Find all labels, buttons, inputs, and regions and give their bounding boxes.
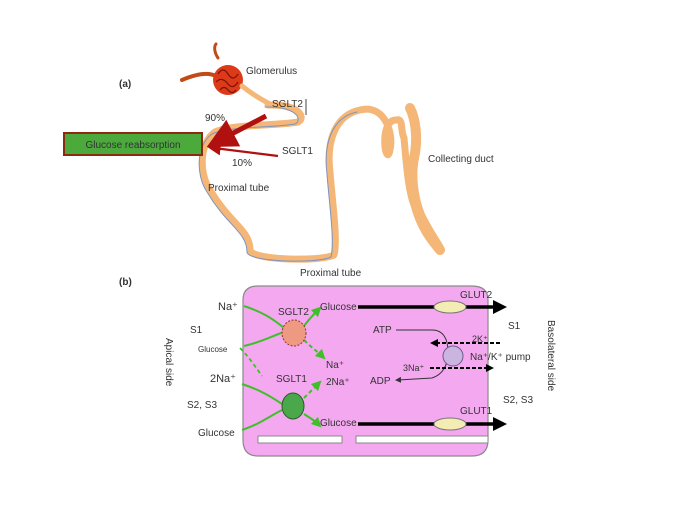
s2s3-left-label: S2, S3 (187, 400, 217, 411)
glucose-out-top-label: Glucose (320, 302, 357, 313)
two-k-label: 2K⁺ (472, 334, 488, 344)
panel-b-label: (b) (119, 277, 132, 288)
sglt1-label-a: SGLT1 (282, 146, 313, 157)
glucose-left-top-label: Glucose (198, 345, 228, 354)
junction-left (257, 435, 343, 444)
adp-label: ADP (370, 376, 391, 387)
glut2-transporter (433, 300, 467, 314)
glut2-label: GLUT2 (460, 290, 493, 301)
proximal-tube-label-a: Proximal tube (208, 183, 270, 194)
two-na-label: 2Na⁺ (210, 373, 236, 385)
junction-right (355, 435, 489, 444)
s2s3-right-label: S2, S3 (503, 395, 533, 406)
sglt2-label-b: SGLT2 (278, 307, 309, 318)
glut1-transporter (433, 417, 467, 431)
panel-a-label: (a) (119, 79, 131, 90)
glucose-out-arrow-sglt2 (303, 306, 322, 327)
na-k-pump (442, 345, 464, 367)
na-in-arrow-sglt1 (241, 383, 283, 405)
pct-90-label: 90% (205, 113, 225, 124)
glomerulus (180, 42, 273, 107)
glucose-reabsorption-box (63, 132, 203, 156)
na-top-label: Na⁺ (218, 301, 238, 313)
pct-10-label: 10% (232, 158, 252, 169)
s1-right-label: S1 (508, 321, 521, 332)
sglt2-transporter (281, 319, 307, 347)
dashed-connector (239, 347, 263, 377)
glucose-in-arrow-sglt2 (243, 331, 285, 347)
glucose-out-bottom-label: Glucose (320, 418, 357, 429)
na-out-arrow-sglt1 (303, 380, 322, 399)
two-na-mid-label: 2Na⁺ (326, 377, 350, 388)
na-in-arrow-sglt2 (243, 305, 285, 329)
apical-side-label: Apical side (163, 338, 174, 387)
pump-label: Na⁺/K⁺ pump (470, 352, 531, 363)
arrow-90-percent (206, 113, 268, 147)
glucose-out-arrow-sglt1 (303, 413, 322, 428)
s1-left-label: S1 (190, 325, 203, 336)
glucose-in-arrow-sglt1 (241, 409, 283, 431)
glut1-label: GLUT1 (460, 406, 493, 417)
atp-label: ATP (373, 325, 392, 336)
sglt1-transporter (281, 392, 305, 420)
arrow-10-percent (207, 142, 279, 158)
three-na-label: 3Na⁺ (403, 363, 425, 373)
na-mid-label: Na⁺ (326, 360, 344, 371)
sglt1-label-b: SGLT1 (276, 374, 307, 385)
proximal-tube-label-b: Proximal tube (300, 268, 362, 279)
glucose-left-bottom-label: Glucose (198, 428, 235, 439)
sglt2-label-a: SGLT2 (272, 99, 303, 110)
na-out-arrow-sglt2 (303, 339, 326, 360)
basolateral-side-label: Basolateral side (545, 320, 556, 392)
collecting-duct-label: Collecting duct (428, 154, 494, 165)
glucose-reabsorption-label: Glucose reabsorption (85, 140, 180, 151)
glomerulus-label: Glomerulus (246, 66, 297, 77)
